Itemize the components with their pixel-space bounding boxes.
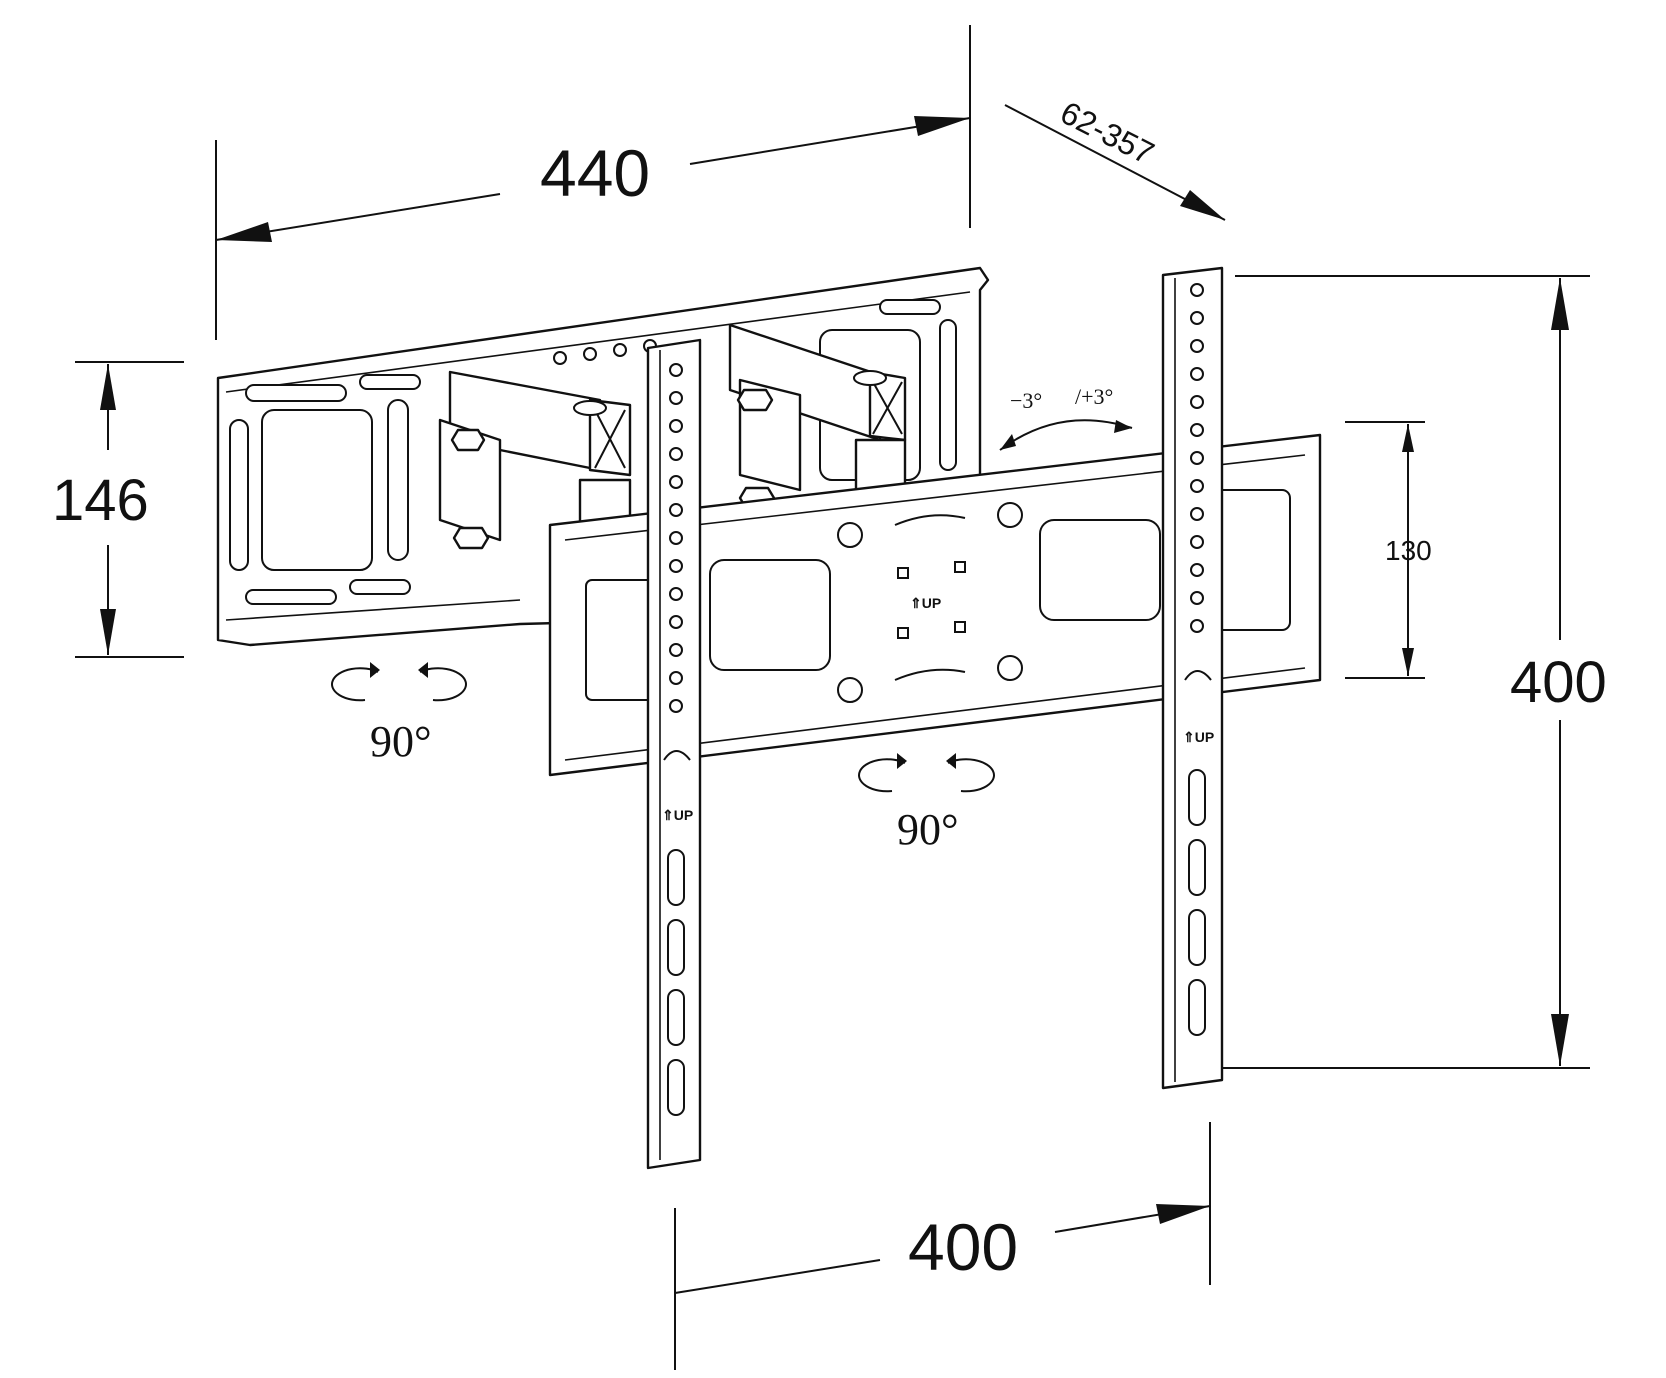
dim-vesa-vertical-label: 400 — [1510, 650, 1607, 715]
swivel-wall-angle-label: 90° — [370, 717, 432, 766]
tilt-minus-label: −3° — [1010, 388, 1042, 413]
dimension-vesa-horizontal: 400 — [674, 1122, 1211, 1370]
tilt-indicator: −3° /+3° — [999, 384, 1133, 451]
articulating-arms — [438, 323, 907, 550]
dim-arm-width-label: 440 — [540, 136, 650, 210]
dim-crossbar-height-label: 130 — [1385, 535, 1432, 566]
left-bracket-holes — [667, 363, 685, 1116]
up-label-right: ⇑UP — [1183, 729, 1214, 745]
right-bracket-holes — [1188, 283, 1206, 1036]
up-label-center: ⇑UP — [910, 595, 941, 611]
up-label-left: ⇑UP — [662, 807, 693, 823]
dimension-crossbar-height: 130 — [1345, 421, 1432, 679]
vesa-bracket-left: ⇑UP — [646, 338, 702, 1170]
swivel-arm-angle-label: 90° — [897, 805, 959, 854]
dimension-wall-plate-height: 146 — [52, 361, 184, 658]
dimension-vesa-vertical: 400 — [1222, 275, 1607, 1069]
tilt-plus-label: /+3° — [1075, 384, 1113, 409]
dim-extension-label: 62-357 — [1055, 94, 1160, 171]
swivel-indicator-wall: 90° — [331, 662, 467, 766]
dimension-extension: 62-357 — [1004, 94, 1226, 221]
dim-wall-plate-height-label: 146 — [52, 468, 149, 533]
swivel-indicator-arm: 90° — [858, 753, 995, 854]
vesa-bracket-right: ⇑UP — [1161, 266, 1224, 1090]
dim-vesa-horizontal-label: 400 — [908, 1210, 1018, 1284]
dimension-arm-width: 440 — [215, 25, 971, 340]
